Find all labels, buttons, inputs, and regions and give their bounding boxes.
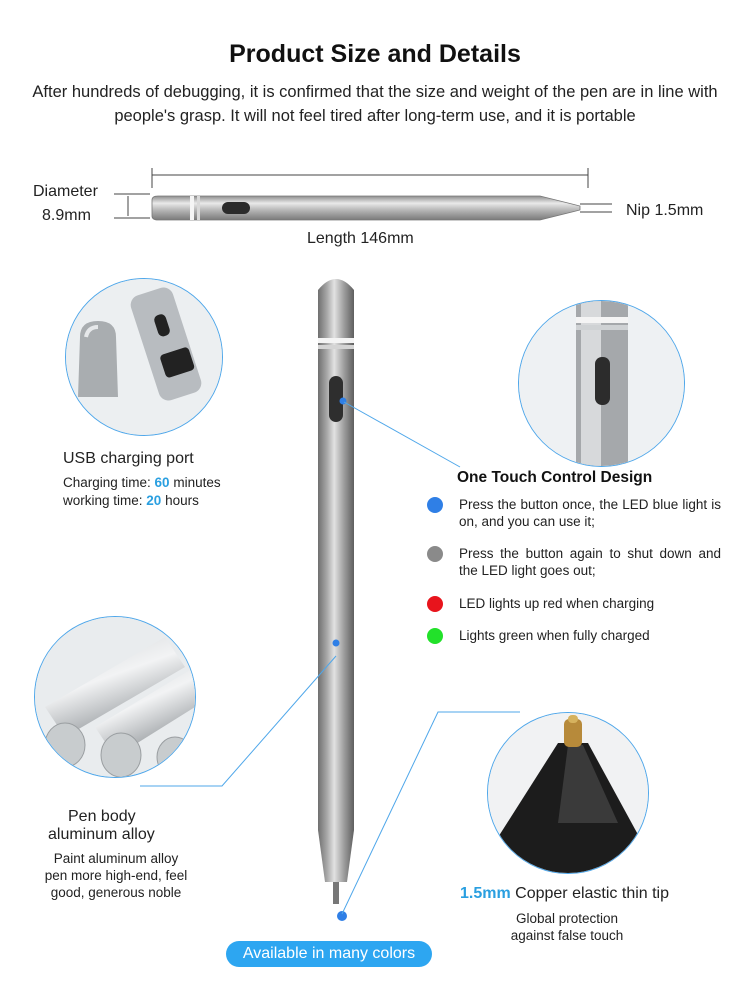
led-status-text: LED lights up red when charging xyxy=(459,596,655,611)
led-status-text: Press the button again to shut down and … xyxy=(459,546,721,578)
led-dot-icon xyxy=(427,628,443,644)
horizontal-pen-body xyxy=(151,195,581,221)
tip-closeup xyxy=(487,712,649,874)
led-status-item: Press the button once, the LED blue ligh… xyxy=(427,496,721,530)
led-status-text: Press the button once, the LED blue ligh… xyxy=(459,497,721,529)
page-subtitle: After hundreds of debugging, it is confi… xyxy=(32,83,718,125)
vertical-pen-cone xyxy=(318,830,354,882)
nip-label: Nip 1.5mm xyxy=(626,202,704,219)
pen-body-title-2: aluminum alloy xyxy=(48,826,155,843)
button-closeup xyxy=(518,300,685,467)
pen-body-closeup xyxy=(34,616,196,778)
usb-title: USB charging port xyxy=(63,450,194,467)
led-dot-icon xyxy=(427,596,443,612)
led-dot-icon xyxy=(427,546,443,562)
horizontal-pen-diagram xyxy=(114,168,612,221)
vertical-pen-button xyxy=(329,376,343,422)
led-status-item: Lights green when fully charged xyxy=(427,627,721,644)
colors-badge: Available in many colors xyxy=(226,941,432,967)
led-status-item: Press the button again to shut down and … xyxy=(427,545,721,579)
vertical-pen xyxy=(318,279,354,921)
led-dot-icon xyxy=(427,497,443,513)
horizontal-pen-button xyxy=(222,202,250,214)
usb-port-closeup xyxy=(65,278,223,436)
page-title: Product Size and Details xyxy=(229,40,521,68)
pen-body-desc: Paint aluminum alloy pen more high-end, … xyxy=(44,851,188,900)
working-time: working time: 20 hours xyxy=(63,493,199,508)
diameter-value: 8.9mm xyxy=(42,207,91,224)
length-label: Length 146mm xyxy=(307,230,414,247)
tip-desc: Global protection against false touch xyxy=(510,911,624,943)
pen-body-title-1: Pen body xyxy=(68,808,136,825)
vertical-pen-body xyxy=(318,279,354,830)
charging-time: Charging time: 60 minutes xyxy=(63,475,221,490)
control-title: One Touch Control Design xyxy=(457,469,653,486)
led-status-text: Lights green when fully charged xyxy=(459,628,650,643)
diameter-label: Diameter xyxy=(33,183,98,200)
led-status-item: LED lights up red when charging xyxy=(427,595,721,612)
tip-title: 1.5mm Copper elastic thin tip xyxy=(460,885,670,902)
